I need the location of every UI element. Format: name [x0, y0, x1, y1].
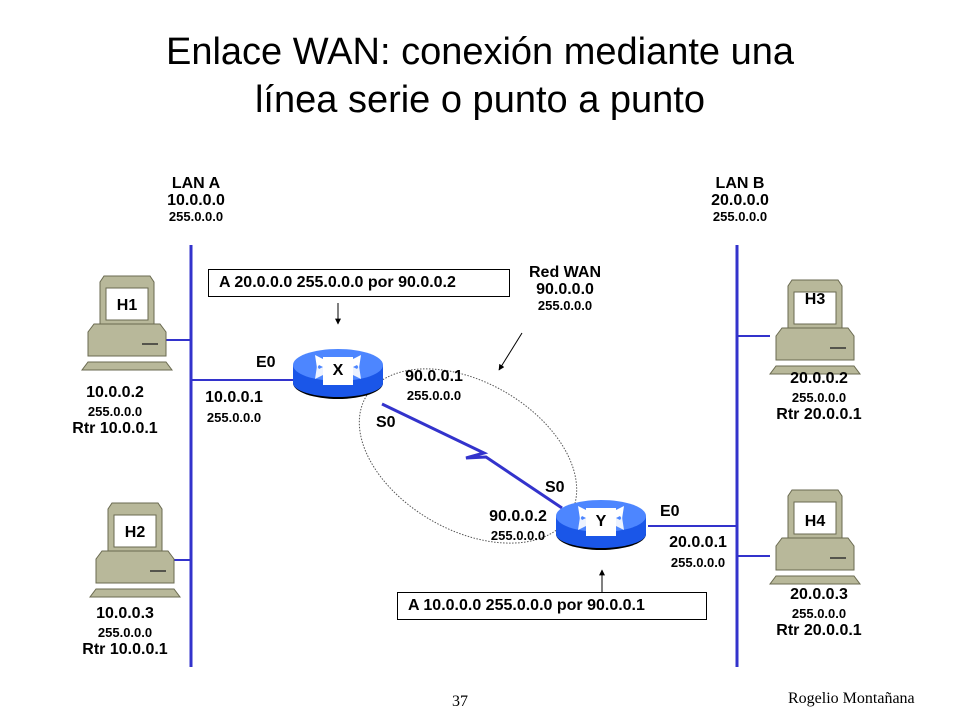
router-y-e0-info: 20.0.0.1 255.0.0.0	[660, 534, 736, 570]
lan-a-mask: 255.0.0.0	[168, 208, 224, 224]
host-h4-gateway: Rtr 20.0.0.1	[776, 622, 862, 640]
host-h3-ip: 20.0.0.2	[790, 370, 848, 387]
host-h2-gateway: Rtr 10.0.0.1	[82, 641, 168, 659]
serial-link	[381, 402, 563, 510]
host-h4	[769, 489, 861, 585]
router-x-label: X	[332, 362, 344, 379]
wan-name: Red WAN	[529, 264, 601, 281]
host-h1-info: 10.0.0.2 255.0.0.0 Rtr 10.0.0.1	[50, 384, 180, 438]
router-y-e0-mask: 255.0.0.0	[670, 554, 726, 570]
router-x-e0-name: E0	[256, 354, 276, 371]
router-y-s0-info: 90.0.0.2 255.0.0.0	[480, 508, 556, 543]
lan-b-mask: 255.0.0.0	[712, 208, 768, 224]
host-h1-ip: 10.0.0.2	[86, 384, 144, 401]
router-x-s0-name: S0	[376, 414, 396, 431]
title-line-2: línea serie o punto a punto	[254, 79, 705, 121]
title-line-1: Enlace WAN: conexión mediante una	[165, 31, 795, 73]
wan-mask: 255.0.0.0	[537, 297, 593, 313]
wan-network: 90.0.0.0	[536, 280, 594, 298]
router-x-e0-ip: 10.0.0.1	[205, 389, 263, 406]
router-y-route-box: A 10.0.0.0 255.0.0.0 por 90.0.0.1	[397, 592, 707, 620]
host-h3-gateway: Rtr 20.0.0.1	[776, 406, 862, 424]
host-h2	[89, 502, 181, 598]
host-h1	[81, 275, 173, 371]
host-h1-gateway: Rtr 10.0.0.1	[72, 420, 158, 438]
host-h4-ip: 20.0.0.3	[790, 586, 848, 603]
router-y-s0-mask: 255.0.0.0	[490, 527, 546, 543]
host-h2-label: H2	[124, 524, 146, 541]
router-x-e0-info: 10.0.0.1 255.0.0.0	[196, 389, 272, 425]
router-x-s0-ip: 90.0.0.1	[405, 368, 463, 385]
host-h2-mask: 255.0.0.0	[97, 624, 153, 640]
slide-title: Enlace WAN: conexión mediante una línea …	[0, 28, 960, 124]
host-h3-label: H3	[804, 291, 826, 308]
router-y-s0-ip: 90.0.0.2	[489, 508, 547, 525]
router-y-e0-name: E0	[660, 503, 680, 520]
host-h3-info: 20.0.0.2 255.0.0.0 Rtr 20.0.0.1	[754, 370, 884, 424]
router-x-route-box: A 20.0.0.0 255.0.0.0 por 90.0.0.2	[208, 269, 510, 297]
page-number: 37	[452, 693, 468, 710]
router-x-e0-mask: 255.0.0.0	[206, 409, 262, 425]
lan-b-network: 20.0.0.0	[711, 191, 769, 209]
author: Rogelio Montañana	[788, 690, 915, 707]
router-y-label: Y	[595, 513, 607, 530]
host-h2-info: 10.0.0.3 255.0.0.0 Rtr 10.0.0.1	[60, 605, 190, 659]
lan-b-info: LAN B 20.0.0.0 255.0.0.0	[690, 175, 790, 224]
host-h3-mask: 255.0.0.0	[791, 389, 847, 405]
host-h2-ip: 10.0.0.3	[96, 605, 154, 622]
wan-label-arrow	[498, 332, 523, 371]
host-h4-info: 20.0.0.3 255.0.0.0 Rtr 20.0.0.1	[754, 586, 884, 640]
host-h4-mask: 255.0.0.0	[791, 605, 847, 621]
lan-a-network: 10.0.0.0	[167, 191, 225, 209]
host-h1-label: H1	[116, 297, 138, 314]
host-h1-mask: 255.0.0.0	[87, 403, 143, 419]
wan-info: Red WAN 90.0.0.0 255.0.0.0	[515, 264, 615, 313]
router-x-s0-info: 90.0.0.1 255.0.0.0	[396, 368, 472, 403]
lan-b-name: LAN B	[715, 175, 765, 192]
router-y-s0-name: S0	[545, 479, 565, 496]
lan-a-name: LAN A	[171, 175, 221, 192]
host-h4-label: H4	[804, 513, 826, 530]
router-y-e0-ip: 20.0.0.1	[669, 534, 727, 551]
lan-a-info: LAN A 10.0.0.0 255.0.0.0	[146, 175, 246, 224]
router-x-s0-mask: 255.0.0.0	[406, 387, 462, 403]
